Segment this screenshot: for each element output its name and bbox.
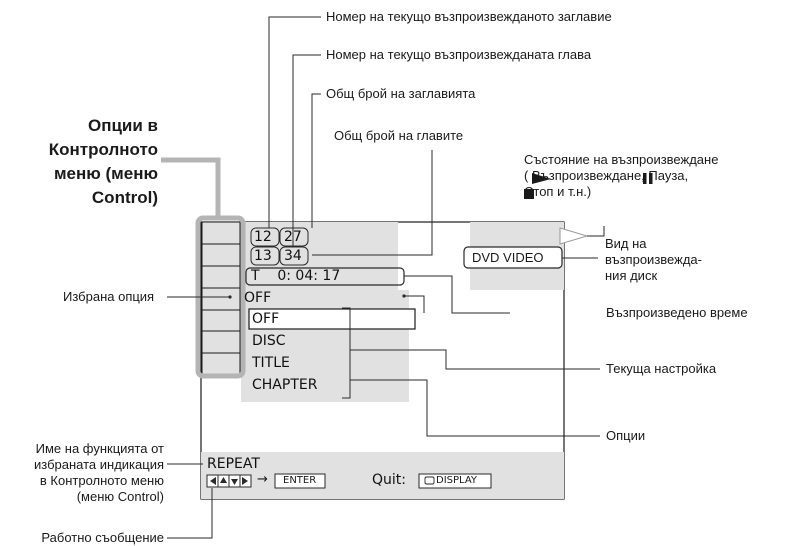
label-selected-option: Избрана опция bbox=[63, 289, 155, 304]
option-title: TITLE bbox=[252, 355, 290, 371]
label-playback-status: Състояние на възпроизвеждане ( Възпроизв… bbox=[524, 152, 718, 200]
label-played-time: Възпроизведено време bbox=[606, 305, 748, 320]
selected-value: OFF bbox=[244, 290, 272, 306]
func-line-4: (меню Control) bbox=[76, 489, 164, 504]
heading-line-2: Контролното bbox=[48, 140, 158, 159]
arrow-glyph: → bbox=[257, 472, 268, 487]
status-line-1: Състояние на възпроизвеждане bbox=[524, 152, 719, 167]
control-menu-heading: Опции в Контролното меню (меню Control) bbox=[40, 114, 158, 210]
chapter-current: 13 bbox=[254, 248, 272, 264]
option-chapter: CHAPTER bbox=[252, 377, 318, 393]
stop-glyph bbox=[524, 189, 534, 199]
play-glyph bbox=[532, 173, 551, 184]
status-glyphs bbox=[524, 173, 653, 199]
label-options: Опции bbox=[606, 428, 646, 443]
top-info-panel bbox=[241, 222, 398, 290]
enter-button-frame bbox=[274, 473, 326, 489]
selected-option-box bbox=[248, 308, 416, 330]
option-disc: DISC bbox=[252, 333, 286, 349]
label-function-name: Име на функцията от избраната индикация … bbox=[10, 441, 164, 505]
func-line-1: Име на функцията от bbox=[35, 441, 164, 456]
play-status-icon bbox=[559, 227, 589, 245]
menu-icon-column bbox=[201, 221, 241, 376]
label-chapter-number: Номер на текущо възпроизвежданата глава bbox=[326, 47, 592, 62]
label-disc-type: Вид на възпроизвежда- ния диск bbox=[605, 236, 702, 284]
disc-line-3: ния диск bbox=[605, 268, 658, 283]
label-total-titles: Общ брой на заглавията bbox=[326, 86, 476, 101]
heading-connector bbox=[161, 157, 221, 218]
quit-label: Quit: bbox=[372, 472, 406, 488]
func-line-2: избраната индикация bbox=[34, 457, 164, 472]
label-total-chapters: Общ брой на главите bbox=[334, 128, 464, 143]
pause-glyph-left bbox=[643, 173, 647, 184]
heading-line-1: Опции в bbox=[87, 116, 158, 135]
status-line-2-text: ( Възпроизвеждане, Пауза, bbox=[524, 168, 689, 183]
label-operation-message: Работно съобщение bbox=[41, 530, 164, 545]
title-total: 27 bbox=[284, 229, 302, 245]
label-current-setting: Текуща настройка bbox=[606, 361, 717, 376]
title-current: 12 bbox=[254, 229, 272, 245]
message-panel bbox=[201, 452, 564, 499]
status-line-3-text: Стоп и т.н.) bbox=[524, 184, 592, 199]
pause-glyph-right bbox=[649, 173, 653, 184]
heading-line-4: Control) bbox=[91, 188, 158, 207]
disc-type-label: DVD VIDEO bbox=[472, 250, 544, 265]
time-display: T 0: 04: 17 bbox=[251, 268, 341, 284]
display-button-label: DISPLAY bbox=[436, 475, 478, 486]
heading-line-3: меню (меню bbox=[53, 164, 158, 183]
disc-line-1: Вид на bbox=[605, 236, 647, 251]
option-off: OFF bbox=[252, 311, 280, 327]
status-line-3: Стоп и т.н.) bbox=[524, 184, 718, 200]
function-name: REPEAT bbox=[207, 456, 260, 472]
label-title-number: Номер на текущо възпроизвежданото заглав… bbox=[326, 9, 612, 24]
status-line-2: ( Възпроизвеждане, Пауза, bbox=[524, 168, 718, 184]
display-icon bbox=[424, 476, 435, 485]
enter-button-label: ENTER bbox=[283, 475, 317, 486]
display-button-frame bbox=[418, 473, 492, 489]
chapter-total: 34 bbox=[284, 248, 302, 264]
options-bracket bbox=[342, 307, 351, 399]
disc-line-2: възпроизвежда- bbox=[605, 252, 702, 267]
func-line-3: в Контролното меню bbox=[39, 473, 164, 488]
